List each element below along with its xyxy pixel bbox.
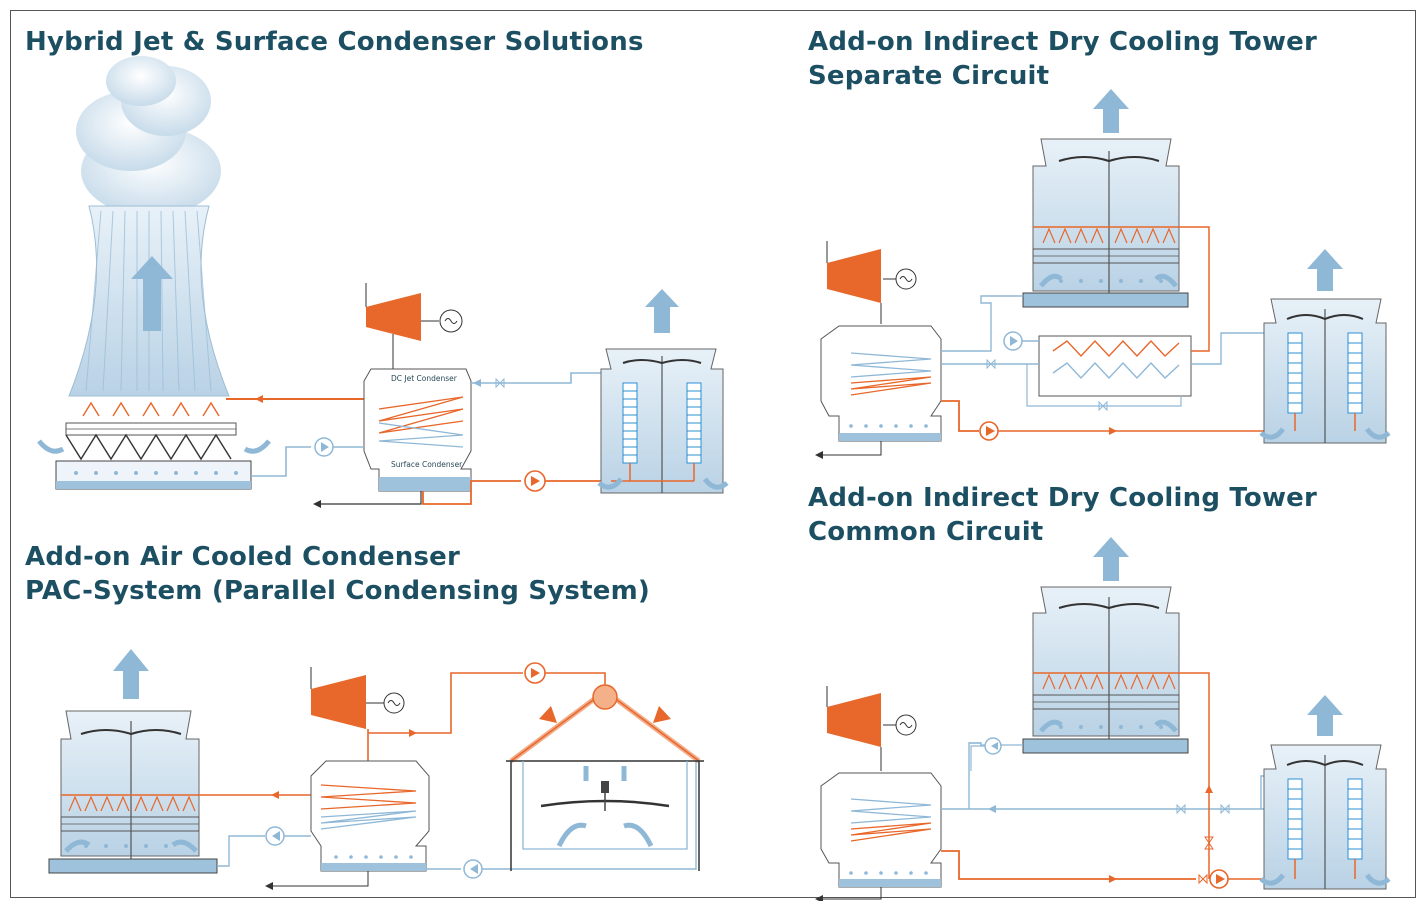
title-separate-line1: Add-on Indirect Dry Cooling Tower: [808, 27, 1318, 57]
common-circuit-diagram: [815, 537, 1391, 901]
spray-nozzles: [82, 401, 220, 417]
label-jet-condenser: DC Jet Condenser: [391, 374, 458, 383]
title-pac-system: Add-on Air Cooled Condenser PAC-System (…: [25, 540, 650, 608]
hybrid-condenser: [363, 368, 472, 492]
wet-cooling-tower: [1032, 138, 1180, 292]
air-up-arrow: [131, 256, 173, 331]
steam-plume: [76, 56, 221, 216]
title-common-line2: Common Circuit: [808, 517, 1044, 547]
wet-tower-pac: [60, 710, 200, 857]
heat-exchanger-bundles: [611, 382, 702, 482]
air-up-arrow-pac: [113, 649, 149, 699]
air-up-arrow-dct: [645, 289, 679, 333]
air-up-arrow-common: [1093, 537, 1129, 581]
cold-return-line: [251, 446, 311, 477]
label-surface-condenser: Surface Condenser: [391, 460, 463, 469]
spray-zone-separate: [1042, 227, 1176, 244]
title-separate-line2: Separate Circuit: [808, 61, 1050, 91]
air-up-arrow-wet: [1093, 89, 1129, 133]
turbine-separate: [827, 249, 881, 303]
turbine: [366, 293, 421, 341]
wet-tower-common: [1032, 586, 1180, 737]
title-pac-line1: Add-on Air Cooled Condenser: [25, 542, 461, 572]
turbine-pac: [311, 675, 366, 729]
condenser-pac: [310, 760, 430, 872]
diagram-frame: Hybrid Jet & Surface Condenser Solutions…: [10, 10, 1416, 901]
title-common-circuit: Add-on Indirect Dry Cooling Tower Common…: [808, 481, 1317, 549]
air-in-arrow-left: [37, 439, 65, 454]
title-common-line1: Add-on Indirect Dry Cooling Tower: [808, 483, 1318, 513]
air-cooled-condenser: [506, 684, 704, 871]
hybrid-diagram: DC Jet Condenser Surface Condenser: [37, 56, 729, 508]
air-up-arrow-dct-separate: [1307, 249, 1343, 291]
tower-ribs: [85, 210, 212, 392]
plate-heat-exchanger: [1038, 335, 1192, 397]
air-in-arrow-right: [243, 439, 271, 454]
valve-icon: [495, 377, 505, 389]
title-hybrid: Hybrid Jet & Surface Condenser Solutions: [25, 27, 644, 57]
tower-legs: [65, 433, 232, 461]
title-pac-line2: PAC-System (Parallel Condensing System): [25, 576, 650, 606]
air-up-arrow-dct-common: [1307, 695, 1343, 736]
turbine-common: [827, 693, 881, 747]
pac-system-diagram: [48, 649, 704, 890]
separate-circuit-diagram: [815, 89, 1391, 459]
title-separate-circuit: Add-on Indirect Dry Cooling Tower Separa…: [808, 25, 1317, 93]
